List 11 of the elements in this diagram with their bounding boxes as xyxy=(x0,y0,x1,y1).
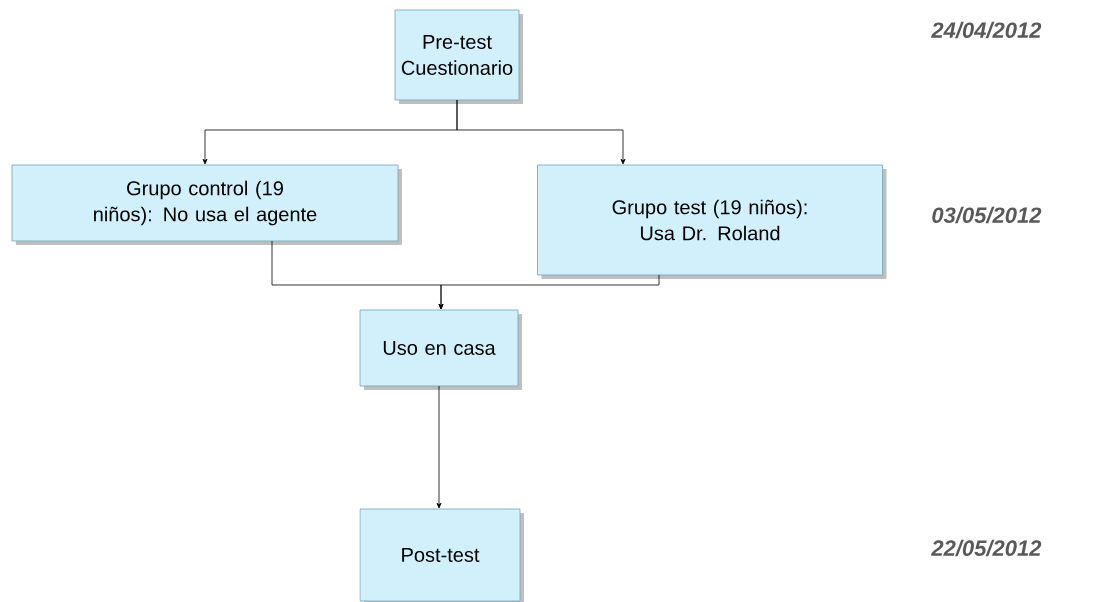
arrow xyxy=(438,274,660,310)
process-box: Grupo control (19 niños): No usa el agente xyxy=(11,164,399,242)
date-label: 24/04/2012 xyxy=(931,21,1042,39)
process-box: Uso en casa xyxy=(359,309,519,387)
process-box: Post-test xyxy=(359,508,521,602)
arrow xyxy=(436,385,442,509)
process-box: Grupo test (19 niños): Usa Dr. Roland xyxy=(537,164,883,276)
date-label: 03/05/2012 xyxy=(932,206,1042,224)
process-box: Pre-test Cuestionario xyxy=(394,9,520,101)
arrow xyxy=(456,99,626,165)
date-label: 22/05/2012 xyxy=(931,539,1042,557)
